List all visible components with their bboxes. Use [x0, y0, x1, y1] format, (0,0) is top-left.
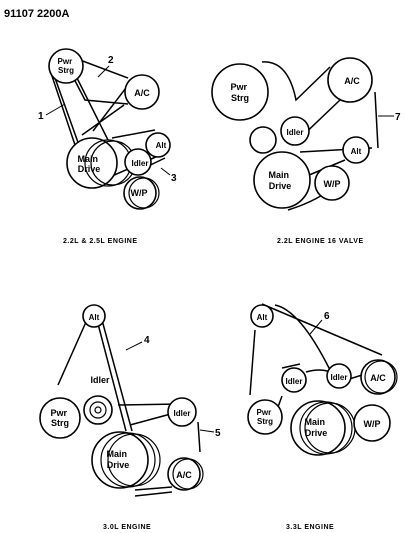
- main-drive-label-1: Main: [304, 417, 325, 427]
- belt-5: [117, 403, 201, 497]
- main-drive-pulley: Main Drive: [66, 137, 136, 189]
- ac-pulley: A/C: [327, 57, 373, 103]
- alt-label: Alt: [89, 313, 100, 322]
- callout-4-leader: [125, 341, 143, 351]
- callout-2: 2: [108, 55, 114, 66]
- idler-label: Idler: [287, 128, 304, 137]
- pwr-strg-label-1: Pwr: [230, 82, 247, 92]
- idler-upper-pulley: Idler: [83, 375, 113, 425]
- main-drive-label-2: Drive: [78, 164, 101, 174]
- drawing-code: 91107 2200A: [4, 8, 70, 20]
- alt-pulley: Alt: [145, 132, 171, 158]
- svg-text:Pwr Strg: Pwr Strg: [50, 408, 69, 428]
- diagram-2-2l-16-valve: Pwr Strg A/C Idler Alt Main Drive W/P: [211, 57, 401, 245]
- svg-text:Main Drive: Main Drive: [304, 417, 327, 438]
- svg-text:Main Drive: Main Drive: [268, 170, 291, 191]
- ac-pulley: A/C: [167, 457, 204, 491]
- pwr-strg-pulley: Pwr Strg: [48, 48, 84, 84]
- main-drive-pulley: Main Drive: [253, 151, 311, 209]
- callout-3-leader: [160, 167, 171, 176]
- main-drive-label-2: Drive: [269, 181, 292, 191]
- main-drive-label-1: Main: [268, 170, 289, 180]
- callout-6: 6: [324, 311, 330, 322]
- callout-3: 3: [171, 173, 177, 184]
- wp-label: W/P: [364, 419, 381, 429]
- main-drive-label-2: Drive: [305, 428, 328, 438]
- ac-label: A/C: [176, 470, 192, 480]
- wp-label: W/P: [324, 179, 341, 189]
- idler-right-pulley: Idler: [167, 397, 197, 427]
- main-drive-label-1: Main: [106, 449, 127, 459]
- idler-right-label: Idler: [174, 409, 191, 418]
- pwr-strg-label-1: Pwr: [50, 408, 67, 418]
- idler-mid-pulley: Idler: [326, 363, 352, 389]
- callout-6-leader: [309, 319, 323, 335]
- ac-label: A/C: [134, 88, 150, 98]
- ac-label: A/C: [344, 76, 360, 86]
- wp-pulley: W/P: [353, 404, 391, 442]
- callout-4: 4: [144, 335, 150, 346]
- callout-5: 5: [215, 428, 221, 439]
- alt-pulley: Alt: [82, 304, 106, 328]
- callout-7: 7: [395, 112, 401, 123]
- alt-label: Alt: [257, 313, 268, 322]
- idler-mid-label: Idler: [331, 373, 348, 382]
- caption-diagram-2: 2.2L ENGINE 16 VALVE: [277, 238, 364, 245]
- svg-text:Pwr Strg: Pwr Strg: [58, 57, 75, 75]
- idler-label: Idler: [132, 159, 149, 168]
- caption-diagram-1: 2.2L & 2.5L ENGINE: [63, 238, 138, 245]
- idler-pulley: Idler: [124, 148, 152, 176]
- pwr-strg-label-1: Pwr: [257, 408, 272, 417]
- callout-1-leader: [45, 103, 66, 116]
- ac-label: A/C: [370, 373, 386, 383]
- belt-7: [261, 61, 379, 211]
- svg-text:Pwr Strg: Pwr Strg: [257, 408, 274, 426]
- svg-text:Pwr Strg: Pwr Strg: [230, 82, 249, 103]
- diagram-2-2l-2-5l: Pwr Strg A/C Alt Main Drive Idler: [38, 48, 177, 245]
- wp-label: W/P: [131, 188, 148, 198]
- idler-left-label: Idler: [286, 377, 303, 386]
- pwr-strg-label-2: Strg: [231, 93, 249, 103]
- idler-upper-label: Idler: [90, 375, 110, 385]
- caption-diagram-4: 3.3L ENGINE: [286, 524, 334, 531]
- idler-left-pulley: Idler: [281, 367, 307, 393]
- main-drive-label-1: Main: [77, 154, 98, 164]
- diagram-3-3l: Alt Idler Idler A/C Pwr Strg Ma: [247, 303, 398, 531]
- alt-label: Alt: [351, 147, 362, 156]
- pwr-strg-pulley: Pwr Strg: [39, 397, 81, 439]
- pwr-strg-label-2: Strg: [257, 417, 273, 426]
- caption-diagram-3: 3.0L ENGINE: [103, 524, 151, 531]
- pwr-strg-label-2: Strg: [51, 418, 69, 428]
- idler-pulley: Idler: [249, 116, 310, 154]
- pwr-strg-label-1: Pwr: [58, 57, 73, 66]
- main-drive-pulley: Main Drive: [290, 400, 356, 456]
- callout-2-leader: [97, 65, 110, 78]
- alt-pulley: Alt: [250, 304, 274, 328]
- pwr-strg-pulley: Pwr Strg: [211, 63, 269, 121]
- pwr-strg-label-2: Strg: [58, 66, 74, 75]
- alt-label: Alt: [156, 141, 167, 150]
- belt-2: [71, 59, 133, 136]
- ac-pulley: A/C: [124, 74, 160, 110]
- alt-pulley: Alt: [342, 136, 370, 164]
- wp-pulley: W/P: [314, 165, 350, 201]
- main-drive-label-2: Drive: [107, 460, 130, 470]
- diagram-3-0l: Alt Idler Pwr Strg Idler Main Drive: [39, 304, 221, 531]
- ac-pulley: A/C: [360, 359, 398, 395]
- callout-1: 1: [38, 111, 44, 122]
- svg-text:Main Drive: Main Drive: [106, 449, 129, 470]
- callout-5-leader: [199, 429, 215, 433]
- wp-pulley: W/P: [123, 176, 160, 210]
- main-drive-pulley: Main Drive: [91, 431, 161, 489]
- belt-4: [57, 319, 133, 432]
- pwr-strg-pulley: Pwr Strg: [247, 399, 283, 435]
- svg-text:Main Drive: Main Drive: [77, 154, 100, 174]
